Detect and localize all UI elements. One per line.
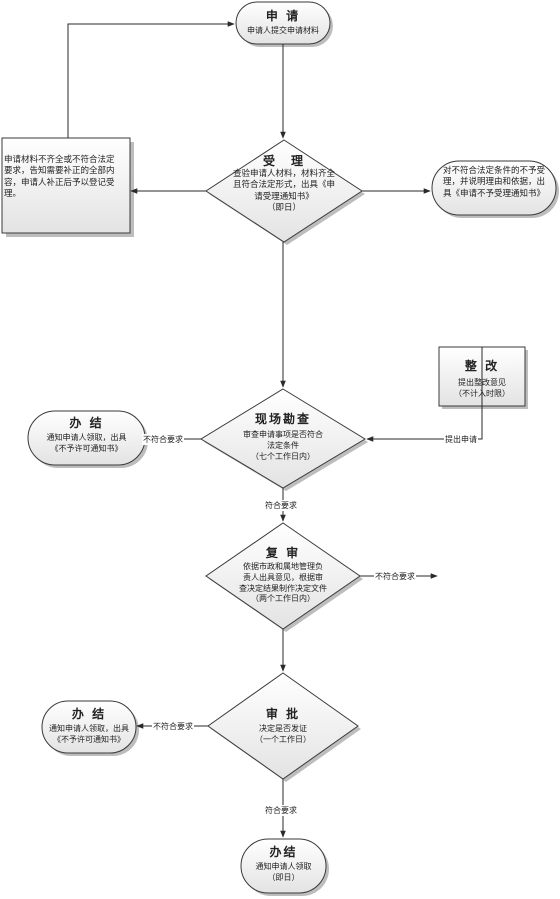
end-final-desc: 通知申请人领取 （即日）: [255, 862, 312, 882]
node-end-reject2-shape: [41, 700, 137, 754]
end-final-title: 办结: [269, 845, 298, 859]
inspect-title: 现场勘查: [254, 412, 311, 426]
edge-label-rectify-submit: 提出申请: [444, 434, 478, 445]
edge-label-inspect-fail: 不符合要求: [142, 434, 184, 445]
apply-desc: 申请人提交申请材料: [247, 26, 319, 35]
end-reject1-desc: 通知申请人领取，出具 《不予许可通知书》: [46, 433, 127, 453]
accept-desc: 查验申请人材料，材料齐全 且符合法定形式，出具《申 请受理通知书》 （即日）: [232, 169, 335, 214]
accept-title: 受 理: [262, 154, 305, 168]
end-reject2-title: 办 结: [71, 707, 107, 721]
review-title: 复 审: [265, 546, 301, 560]
end-reject2-desc: 通知申请人领取，出具 《不予许可通知书》: [49, 724, 129, 744]
rectify-title: 整 改: [464, 359, 500, 373]
rectify-desc: 提出整改意见 （不计入时限）: [454, 378, 510, 398]
edge-label-review-fail: 不符合要求: [374, 571, 416, 582]
end-reject1-title: 办 结: [69, 416, 104, 430]
edge-label-inspect-pass: 符合要求: [264, 500, 298, 511]
edge-label-approve-pass: 符合要求: [264, 805, 298, 816]
reject-accept-desc: 对不符合法定条件的不予受 理，并说明理由和依据，出 具《申请不予受理通知书》: [442, 166, 545, 199]
node-accept-shape: [205, 139, 363, 243]
node-reject-accept-shape: [431, 160, 557, 216]
edge-label-approve-fail: 不符合要求: [152, 721, 194, 732]
inspect-desc: 审查申请事项是否符合 法定条件 （七个工作日内）: [243, 430, 323, 461]
node-supplement-shape: [1, 137, 131, 234]
apply-title: 申 请: [265, 9, 301, 23]
approve-desc: 决定是否发证 （一个工作日）: [255, 724, 311, 744]
node-end-final-shape: [240, 838, 327, 894]
approve-title: 审 批: [265, 707, 301, 721]
edge-rectify-inspect: [366, 347, 483, 442]
edge-supplement-apply: [67, 21, 235, 138]
review-desc: 依据市政和属地管理负 责人出具意见，根据审 查决定结果制作决定文件 （两个工作日…: [239, 562, 327, 604]
supplement-desc: 申请材料不齐全或不符合法定 要求，告知需要补正的全部内 容，申请人补正后予以登记…: [4, 155, 115, 200]
